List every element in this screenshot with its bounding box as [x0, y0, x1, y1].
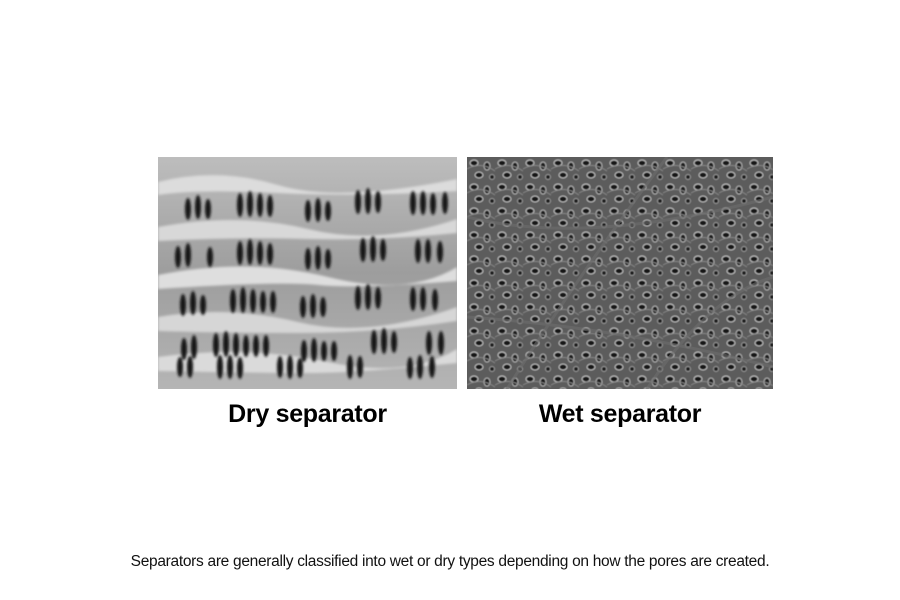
dry-separator-sem-image — [158, 157, 457, 389]
wet-separator-label: Wet separator — [538, 400, 702, 428]
figure-caption: Separators are generally classified into… — [130, 553, 770, 570]
dry-separator-label: Dry separator — [228, 400, 387, 428]
wet-separator-image — [467, 157, 773, 389]
wet-separator-sem-image — [467, 157, 773, 389]
dry-separator-image — [158, 157, 457, 389]
